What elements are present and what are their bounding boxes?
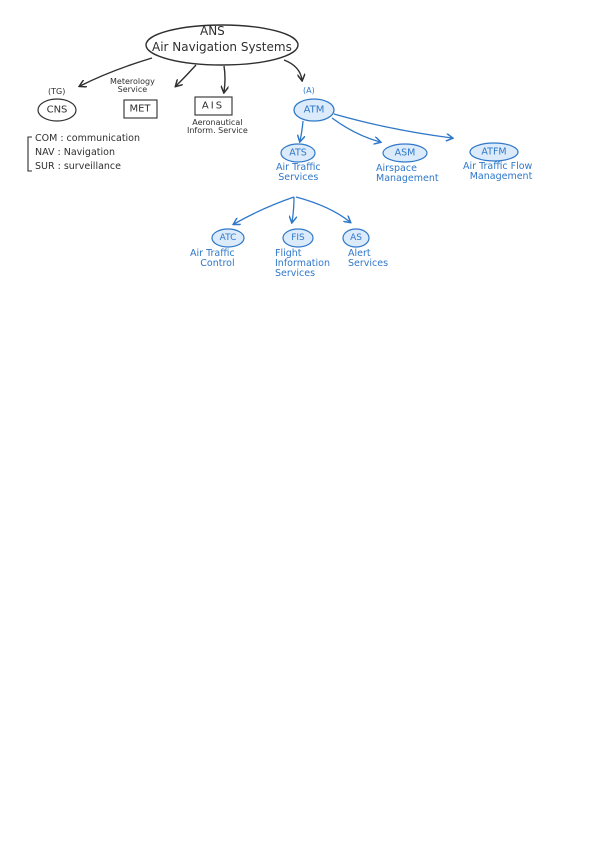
arrow-root-to-atm <box>283 59 302 80</box>
met-caption: Meterology Service <box>110 77 155 95</box>
atc-caption: Air Traffic Control <box>190 248 235 269</box>
ais-node-shape <box>194 96 233 116</box>
atm-tag: (A) <box>303 86 315 95</box>
root-full-name: Air Navigation Systems <box>152 40 292 54</box>
cns-abbr: CNS <box>46 104 68 116</box>
atfm-abbr: ATFM <box>481 146 507 158</box>
ais-caption: Aeronautical Inform. Service <box>187 118 248 136</box>
asm-abbr: ASM <box>394 147 416 159</box>
cns-node-shape <box>37 98 77 122</box>
atfm-caption: Air Traffic Flow Management <box>463 161 533 182</box>
ats-abbr: ATS <box>289 147 307 159</box>
atfm-node-shape <box>469 142 519 162</box>
cns-legend-nav: NAV : Navigation <box>35 147 115 158</box>
fis-caption: Flight Information Services <box>275 248 330 279</box>
root-node-shape <box>145 24 299 66</box>
arrow-ats-to-fis <box>292 196 294 222</box>
atm-node-shape <box>293 98 335 122</box>
asm-caption: Airspace Management <box>376 163 439 184</box>
fis-abbr: FIS <box>291 233 305 243</box>
cns-tag: (TG) <box>48 87 66 96</box>
atm-abbr: ATM <box>303 104 325 116</box>
arrow-atm-to-ats <box>300 120 303 141</box>
as-node-shape <box>342 228 370 248</box>
as-abbr: AS <box>350 233 362 243</box>
asm-node-shape <box>382 143 428 163</box>
atc-node-shape <box>211 228 245 248</box>
fis-node-shape <box>282 228 314 248</box>
ais-abbr: AIS <box>201 100 225 112</box>
met-node-shape <box>123 99 158 119</box>
arrow-root-to-met <box>176 64 197 86</box>
arrow-ats-to-atc <box>234 196 295 224</box>
arrow-root-to-ais <box>224 65 225 92</box>
cns-legend-com: COM : communication <box>35 133 141 144</box>
as-caption: Alert Services <box>348 248 389 269</box>
arrow-ats-to-as <box>295 196 350 222</box>
cns-legend-bracket <box>27 136 32 172</box>
arrow-root-to-cns <box>80 57 153 86</box>
arrow-atm-to-atfm <box>333 113 452 138</box>
atc-abbr: ATC <box>219 233 237 243</box>
ats-node-shape <box>280 143 316 163</box>
arrow-atm-to-asm <box>331 117 380 142</box>
root-abbr: ANS <box>200 24 225 38</box>
ats-caption: Air Traffic Services <box>276 162 321 183</box>
met-abbr: MET <box>129 103 151 115</box>
cns-legend-sur: SUR : surveillance <box>35 161 121 172</box>
